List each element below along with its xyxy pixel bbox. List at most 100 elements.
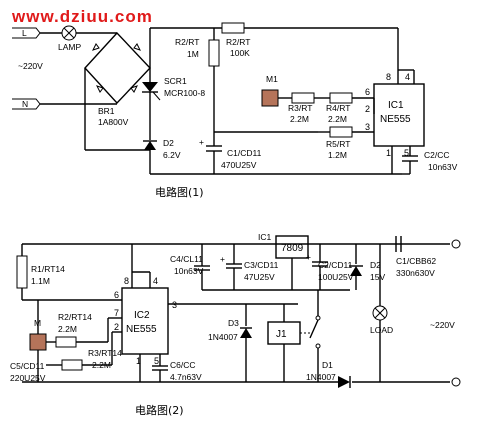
resistor-r2-100k: [221, 22, 245, 34]
c3-plus: +: [220, 254, 225, 264]
ic2-pin: 5: [154, 356, 159, 366]
bridge-ref: BR1: [98, 106, 115, 116]
supply-label: ~220V: [18, 61, 43, 71]
ic2-ne555: [121, 287, 169, 355]
m1-label: M1: [266, 74, 278, 84]
sensor-m: [29, 333, 47, 351]
supply-label: ~220V: [430, 320, 455, 330]
bridge-rectifier: [84, 31, 151, 105]
relay-switch-arm: [309, 319, 319, 339]
c4-value: 10n63V: [174, 266, 204, 276]
resistor-r1: [16, 255, 28, 289]
output-terminal-top: [451, 239, 461, 249]
c2-ref: C2/CC: [424, 150, 450, 160]
c1-value: 470U25V: [221, 160, 257, 170]
ic2-pin: 4: [153, 276, 158, 286]
lamp-label: LAMP: [58, 42, 81, 52]
ic2-pin: 6: [114, 290, 119, 300]
c1-plus: +: [199, 137, 204, 147]
diode-d3-symbol: [240, 328, 252, 338]
ic1-part: NE555: [380, 114, 411, 125]
c2-value: 100U25V: [318, 272, 354, 282]
r1-value: 1.1M: [31, 276, 50, 286]
ic2-pin: 8: [124, 276, 129, 286]
ic1-pin: 3: [365, 122, 370, 132]
ic1-pin: 1: [386, 148, 391, 158]
r2a-value: 1M: [187, 49, 199, 59]
c3-value: 47U25V: [244, 272, 275, 282]
load-label: LOAD: [370, 325, 393, 335]
ic1-pin: 4: [405, 72, 410, 82]
zener-d2-symbol: [350, 266, 362, 276]
circuit-2: R1/RT14 1.1M M R2/RT14 2.2M R3/RT14 2.2M…: [10, 232, 461, 417]
resistor-r2: [55, 336, 77, 348]
c1-value: 330n630V: [396, 268, 435, 278]
ic2-ref: IC2: [134, 310, 150, 321]
c6-value: 4.7n63V: [170, 372, 202, 382]
resistor-r2-1m: [208, 39, 220, 67]
resistor-r3: [61, 359, 83, 371]
c6-ref: C6/CC: [170, 360, 196, 370]
bridge-rating: 1A800V: [98, 117, 129, 127]
r2-value: 2.2M: [58, 324, 77, 334]
relay-contact-top: [315, 315, 321, 321]
circuit1-caption: 电路图(1): [155, 186, 204, 199]
d3-part: 1N4007: [208, 332, 238, 342]
c3-ref: C3/CD11: [244, 260, 279, 270]
d1-part: 1N4007: [306, 372, 336, 382]
r2b-ref: R2/RT: [226, 37, 250, 47]
circuit2-caption: 电路图(2): [135, 404, 184, 417]
ic2-pin: 7: [114, 308, 119, 318]
r2-ref: R2/RT14: [58, 312, 92, 322]
scr-part: MCR100-8: [164, 88, 205, 98]
sensor-m1: [261, 89, 279, 107]
c5-value: 220U25V: [10, 373, 46, 383]
resistor-r3: [291, 92, 315, 104]
c2-ref: C2/CD11: [318, 260, 353, 270]
ic2-part: NE555: [126, 324, 157, 335]
load-cross: [374, 307, 386, 319]
terminal-n-label: N: [22, 99, 28, 109]
r2a-ref: R2/RT: [175, 37, 199, 47]
d2-value: 15V: [370, 272, 385, 282]
ic1-ref: IC1: [258, 232, 272, 242]
d3-ref: D3: [228, 318, 239, 328]
ic2-pin: 2: [114, 322, 119, 332]
ic1-pin: 2: [365, 104, 370, 114]
r3-value: 2.2M: [290, 114, 309, 124]
r5-value: 1.2M: [328, 150, 347, 160]
r3-ref: R3/RT14: [88, 348, 122, 358]
terminal-l-label: L: [22, 28, 27, 38]
c1-ref: C1/CBB62: [396, 256, 436, 266]
d2-ref: D2: [370, 260, 381, 270]
c2-plus: +: [306, 252, 311, 262]
r4-value: 2.2M: [328, 114, 347, 124]
d2-ref: D2: [163, 138, 174, 148]
lamp-cross: [63, 27, 75, 39]
site-watermark: www.dziuu.com: [11, 7, 153, 26]
relay-contact-bottom: [315, 343, 321, 349]
ic1-pin: 6: [365, 87, 370, 97]
c1-ref: C1/CD11: [227, 148, 262, 158]
c2-value: 10n63V: [428, 162, 458, 172]
scr-symbol: [142, 82, 158, 92]
m-label: M: [34, 318, 41, 328]
resistor-r4: [329, 92, 353, 104]
ic1-pin: 5: [404, 148, 409, 158]
ic1-ref: IC1: [388, 100, 404, 111]
r3-ref: R3/RT: [288, 103, 312, 113]
d1-ref: D1: [322, 360, 333, 370]
r4-ref: R4/RT: [326, 103, 350, 113]
c5-ref: C5/CD11: [10, 361, 45, 371]
bridge-diode-arrows: [92, 43, 141, 93]
output-terminal-bottom: [451, 377, 461, 387]
zener-d2-symbol: [144, 141, 156, 150]
r2b-value: 100K: [230, 48, 250, 58]
ic1-ne555: [373, 83, 425, 147]
circuit-1: L N LAMP ~220V BR1 1A800V R2/RT 100K R2/…: [12, 22, 458, 199]
regulator-part: 7809: [281, 243, 304, 254]
relay-label: J1: [276, 329, 287, 340]
r5-ref: R5/RT: [326, 139, 350, 149]
